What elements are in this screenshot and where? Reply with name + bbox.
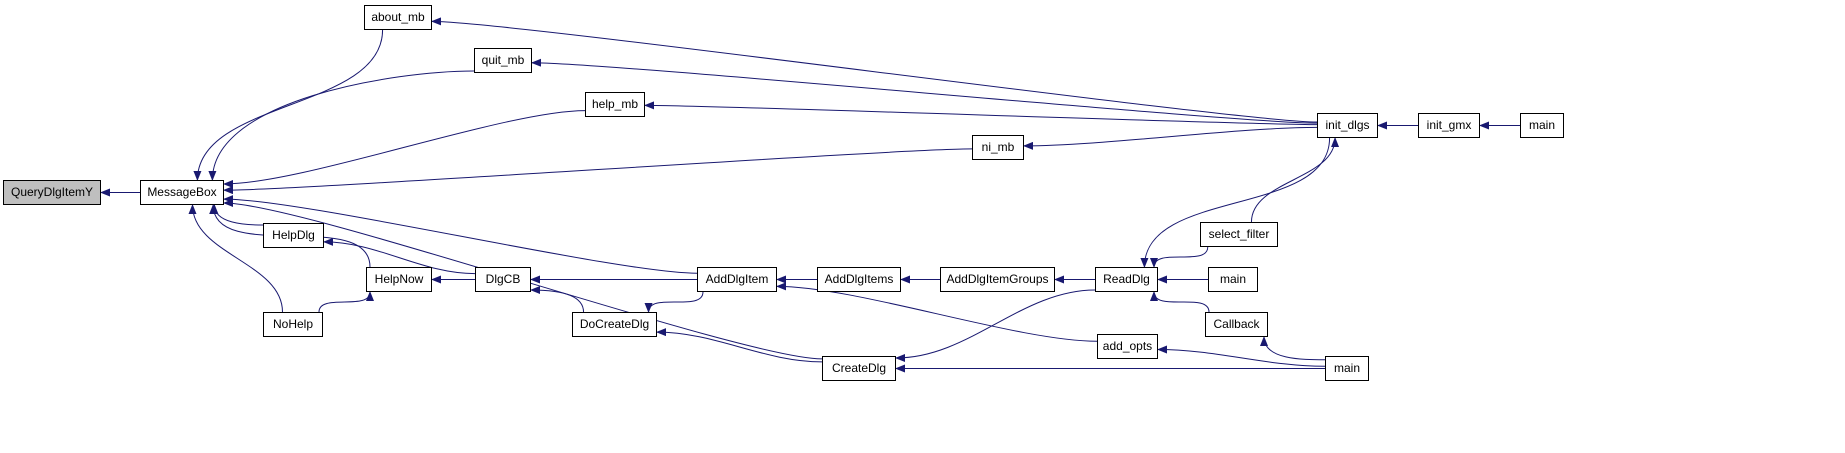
edge-quit-to-msgbox	[208, 70, 475, 181]
node-helpdlg[interactable]: HelpDlg	[263, 223, 324, 248]
node-label: NoHelp	[272, 317, 314, 331]
node-label: MessageBox	[147, 185, 217, 199]
node-adddlgitemgroups[interactable]: AddDlgItemGroups	[940, 267, 1055, 292]
node-help-mb[interactable]: help_mb	[585, 92, 645, 117]
node-callback[interactable]: Callback	[1205, 312, 1268, 337]
node-label: AddDlgItemGroups	[946, 272, 1049, 286]
node-add-opts[interactable]: add_opts	[1097, 334, 1158, 359]
edge-adddlgitem-to-docreate	[644, 291, 704, 313]
node-label: DlgCB	[485, 272, 521, 286]
node-label: main	[1219, 272, 1246, 286]
node-label: AddDlgItems	[824, 272, 894, 286]
node-main[interactable]: main	[1208, 267, 1258, 292]
node-adddlgitems[interactable]: AddDlgItems	[817, 267, 901, 292]
node-label: DoCreateDlg	[579, 317, 650, 331]
node-querydlgitemy: QueryDlgItemY	[3, 180, 101, 205]
node-label: init_gmx	[1426, 118, 1472, 132]
node-label: HelpNow	[374, 272, 424, 286]
node-label: add_opts	[1102, 339, 1153, 353]
node-select-filter[interactable]: select_filter	[1200, 222, 1278, 247]
node-nohelp[interactable]: NoHelp	[263, 312, 323, 337]
node-main[interactable]: main	[1325, 356, 1369, 381]
edge-main2-to-addopts	[1157, 345, 1326, 367]
edge-nimb-to-msgbox	[223, 148, 973, 195]
node-dlgcb[interactable]: DlgCB	[475, 267, 531, 292]
node-label: main	[1333, 361, 1360, 375]
node-docreatedlg[interactable]: DoCreateDlg	[572, 312, 657, 337]
node-label: CreateDlg	[831, 361, 887, 375]
node-helpnow[interactable]: HelpNow	[366, 267, 432, 292]
edge-helpmb-to-msgbox	[223, 110, 586, 188]
node-readdlg[interactable]: ReadDlg	[1095, 267, 1158, 292]
edge-selfilter-to-initdlgs	[1250, 137, 1340, 223]
node-adddlgitem[interactable]: AddDlgItem	[697, 267, 777, 292]
node-main[interactable]: main	[1520, 113, 1564, 138]
edge-adddlgitem-to-msgbox	[223, 195, 698, 274]
node-label: AddDlgItem	[705, 272, 769, 286]
node-label: Callback	[1213, 317, 1260, 331]
node-init-dlgs[interactable]: init_dlgs	[1317, 113, 1378, 138]
edge-dlgcb-to-helpdlg	[323, 237, 476, 275]
node-messagebox[interactable]: MessageBox	[140, 180, 224, 205]
node-label: help_mb	[591, 97, 639, 111]
node-label: select_filter	[1208, 227, 1270, 241]
node-label: HelpDlg	[272, 228, 315, 242]
node-label: main	[1528, 118, 1555, 132]
node-label: quit_mb	[481, 53, 525, 67]
edge-initdlgs-to-about	[431, 17, 1318, 123]
edge-readdlg-to-createdlg	[895, 289, 1096, 362]
edge-addopts-to-adddlgitem	[776, 282, 1098, 342]
node-about-mb[interactable]: about_mb	[364, 5, 432, 30]
node-ni-mb[interactable]: ni_mb	[972, 135, 1024, 160]
edge-docreate-to-dlgcb	[530, 286, 585, 313]
edge-about-to-msgbox	[193, 29, 384, 181]
node-label: init_dlgs	[1325, 118, 1370, 132]
node-label: ni_mb	[981, 140, 1015, 154]
edge-createdlg-to-docreate	[656, 328, 823, 363]
node-label: QueryDlgItemY	[10, 185, 94, 199]
edge-helpdlg-to-msgbox	[210, 204, 264, 226]
edge-main2-to-callback	[1260, 336, 1326, 361]
edge-nohelp-to-msgbox	[188, 204, 283, 313]
node-label: about_mb	[371, 10, 425, 24]
edge-initdlgs-to-readdlg	[1140, 137, 1331, 268]
edge-initdlgs-to-nimb	[1023, 126, 1318, 150]
node-quit-mb[interactable]: quit_mb	[474, 48, 532, 73]
node-createdlg[interactable]: CreateDlg	[822, 356, 896, 381]
edge-initdlgs-to-quit	[531, 58, 1318, 124]
edge-selfilter-to-readdlg	[1150, 246, 1209, 268]
node-init-gmx[interactable]: init_gmx	[1418, 113, 1480, 138]
edge-initdlgs-to-helpmb	[644, 101, 1318, 126]
edge-nohelp-to-helpnow	[318, 291, 374, 313]
edge-callback-to-readdlg	[1150, 291, 1210, 313]
node-label: ReadDlg	[1103, 272, 1150, 286]
